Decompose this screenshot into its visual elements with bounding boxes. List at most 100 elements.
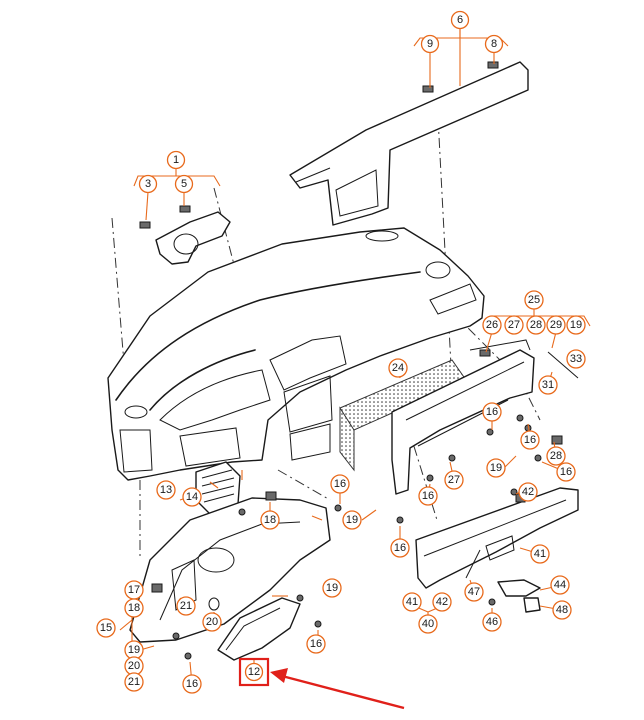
svg-text:47: 47 bbox=[468, 586, 480, 598]
callout-27: 27 bbox=[444, 470, 464, 490]
glovebox-lid-40 bbox=[415, 487, 579, 589]
callout-6: 6 bbox=[450, 10, 470, 30]
svg-text:14: 14 bbox=[186, 491, 198, 503]
svg-text:25: 25 bbox=[528, 294, 540, 306]
callout-48: 48 bbox=[552, 600, 572, 620]
callout-41: 41 bbox=[402, 592, 422, 612]
part-callouts: 6 9 8 1 3 5 25 26 27 28 29 19 33 31 24 1… bbox=[96, 10, 586, 694]
svg-text:42: 42 bbox=[436, 596, 448, 608]
svg-text:19: 19 bbox=[490, 462, 502, 474]
svg-text:41: 41 bbox=[406, 596, 418, 608]
svg-text:19: 19 bbox=[346, 514, 358, 526]
vent-surround-1 bbox=[139, 205, 231, 265]
svg-text:16: 16 bbox=[310, 638, 322, 650]
callout-28: 28 bbox=[526, 315, 546, 335]
callout-47: 47 bbox=[464, 582, 484, 602]
callout-19: 19 bbox=[124, 640, 144, 660]
callout-44: 44 bbox=[550, 575, 570, 595]
callout-24: 24 bbox=[388, 358, 408, 378]
callout-14: 14 bbox=[182, 487, 202, 507]
highlight-arrow bbox=[281, 674, 405, 710]
callout-16: 16 bbox=[556, 462, 576, 482]
callout-17: 17 bbox=[124, 580, 144, 600]
callout-16: 16 bbox=[182, 674, 202, 694]
callout-13: 13 bbox=[156, 480, 176, 500]
callout-9: 9 bbox=[420, 34, 440, 54]
svg-text:21: 21 bbox=[180, 600, 192, 612]
svg-text:27: 27 bbox=[508, 319, 520, 331]
callout-31: 31 bbox=[538, 375, 558, 395]
callout-29: 29 bbox=[546, 315, 566, 335]
svg-text:33: 33 bbox=[570, 353, 582, 365]
callout-16: 16 bbox=[418, 486, 438, 506]
svg-text:46: 46 bbox=[486, 616, 498, 628]
svg-text:16: 16 bbox=[560, 466, 572, 478]
svg-text:29: 29 bbox=[550, 319, 562, 331]
callout-21: 21 bbox=[176, 596, 196, 616]
svg-text:13: 13 bbox=[160, 484, 172, 496]
callout-1: 1 bbox=[166, 150, 186, 170]
svg-text:8: 8 bbox=[491, 38, 497, 50]
svg-text:16: 16 bbox=[186, 678, 198, 690]
callout-42: 42 bbox=[518, 482, 538, 502]
trim-panel-6 bbox=[289, 61, 529, 226]
svg-text:42: 42 bbox=[522, 486, 534, 498]
glovebox-housing-25 bbox=[391, 339, 535, 495]
callout-5: 5 bbox=[174, 174, 194, 194]
callout-33: 33 bbox=[566, 349, 586, 369]
svg-text:31: 31 bbox=[542, 379, 554, 391]
svg-text:6: 6 bbox=[457, 14, 463, 26]
svg-text:17: 17 bbox=[128, 584, 140, 596]
svg-text:19: 19 bbox=[570, 319, 582, 331]
svg-text:20: 20 bbox=[206, 616, 218, 628]
callout-19: 19 bbox=[342, 510, 362, 530]
svg-text:40: 40 bbox=[422, 618, 434, 630]
callout-16: 16 bbox=[306, 634, 326, 654]
svg-text:19: 19 bbox=[326, 582, 338, 594]
svg-text:18: 18 bbox=[128, 602, 140, 614]
callout-25: 25 bbox=[524, 290, 544, 310]
svg-text:28: 28 bbox=[530, 319, 542, 331]
callout-12: 12 bbox=[244, 662, 264, 682]
svg-text:19: 19 bbox=[128, 644, 140, 656]
callout-19: 19 bbox=[566, 315, 586, 335]
callout-16: 16 bbox=[330, 474, 350, 494]
callout-27: 27 bbox=[504, 315, 524, 335]
svg-text:26: 26 bbox=[486, 319, 498, 331]
svg-text:27: 27 bbox=[448, 474, 460, 486]
callout-42: 42 bbox=[432, 592, 452, 612]
lower-trim-panel-12 bbox=[208, 597, 301, 661]
lock-assembly-44 bbox=[497, 579, 541, 613]
callout-8: 8 bbox=[484, 34, 504, 54]
highlight-callout-12: 12 bbox=[238, 657, 405, 710]
svg-text:24: 24 bbox=[392, 362, 404, 374]
center-trim-lower bbox=[129, 497, 331, 643]
callout-18: 18 bbox=[124, 598, 144, 618]
callout-19: 19 bbox=[486, 458, 506, 478]
svg-text:28: 28 bbox=[550, 450, 562, 462]
svg-text:3: 3 bbox=[145, 178, 151, 190]
svg-text:15: 15 bbox=[100, 622, 112, 634]
svg-text:44: 44 bbox=[554, 579, 566, 591]
dashboard-body bbox=[107, 227, 485, 481]
callout-20: 20 bbox=[202, 612, 222, 632]
svg-text:16: 16 bbox=[486, 406, 498, 418]
callout-16: 16 bbox=[482, 402, 502, 422]
callout-28: 28 bbox=[546, 446, 566, 466]
svg-text:16: 16 bbox=[394, 542, 406, 554]
fasteners bbox=[151, 351, 579, 660]
callout-26: 26 bbox=[482, 315, 502, 335]
callout-40: 40 bbox=[418, 614, 438, 634]
svg-text:21: 21 bbox=[128, 676, 140, 688]
svg-text:9: 9 bbox=[427, 38, 433, 50]
highlight-arrowhead bbox=[270, 668, 288, 683]
callout-41: 41 bbox=[530, 544, 550, 564]
callout-16: 16 bbox=[520, 430, 540, 450]
callout-3: 3 bbox=[138, 174, 158, 194]
callout-20: 20 bbox=[124, 656, 144, 676]
highlight-box bbox=[238, 657, 270, 687]
callout-16: 16 bbox=[390, 538, 410, 558]
callout-21: 21 bbox=[124, 672, 144, 692]
callout-19: 19 bbox=[322, 578, 342, 598]
